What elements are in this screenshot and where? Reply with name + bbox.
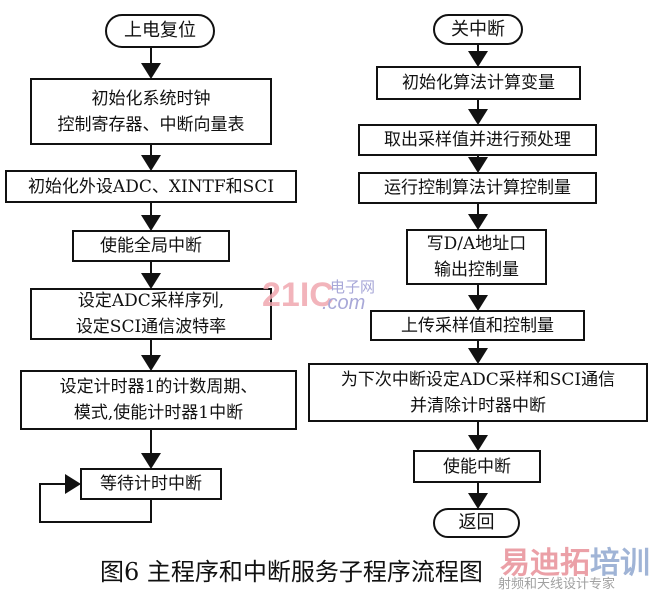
watermark-text: 易迪拓 — [500, 547, 590, 580]
start-label: 上电复位 — [124, 20, 196, 41]
step-text: 等待计时中断 — [100, 474, 202, 494]
figure-caption: 图6 主程序和中断服务子程序流程图 — [100, 558, 483, 586]
step-set-timer: 设定计时器1的计数周期、模式,使能计时器1中断 — [20, 370, 297, 430]
step-wait-timer-interrupt: 等待计时中断 — [80, 468, 222, 500]
end-label: 返回 — [458, 512, 495, 533]
step-text: 使能全局中断 — [100, 236, 202, 256]
step-enable-global-interrupt: 使能全局中断 — [72, 230, 230, 262]
isr-step-init-variables: 初始化算法计算变量 — [376, 66, 581, 100]
isr-step-enable-interrupt: 使能中断 — [413, 450, 541, 483]
watermark-edatop: 易迪拓培训 — [500, 538, 650, 582]
step-text: 上传采样值和控制量 — [401, 315, 554, 336]
isr-step-write-da: 写D/A地址口输出控制量 — [406, 229, 547, 285]
isr-step-preprocess: 取出采样值并进行预处理 — [358, 124, 597, 156]
step-text: 初始化外设ADC、XINTF和SCI — [27, 176, 275, 197]
watermark-21ic-cn: 电子网 — [330, 279, 376, 296]
watermark-edatop-sub: 射频和天线设计专家 — [498, 576, 616, 591]
watermark-text: 培训 — [590, 547, 650, 580]
step-init-peripherals: 初始化外设ADC、XINTF和SCI — [5, 170, 297, 203]
step-text: 设定计时器1的计数周期、 — [59, 377, 258, 397]
isr-step-control-algorithm: 运行控制算法计算控制量 — [358, 172, 597, 204]
step-text: 输出控制量 — [433, 260, 519, 280]
step-text: 运行控制算法计算控制量 — [384, 178, 571, 198]
isr-step-setup-next: 为下次中断设定ADC采样和SCI通信并清除计时器中断 — [308, 363, 648, 422]
start-disable-interrupt: 关中断 — [433, 14, 523, 45]
step-text: 控制寄存器、中断向量表 — [57, 114, 245, 135]
step-text: 设定SCI通信波特率 — [75, 317, 227, 337]
isr-step-upload: 上传采样值和控制量 — [370, 310, 585, 341]
watermark-21ic-domain: .com — [322, 292, 366, 314]
end-return: 返回 — [433, 508, 520, 538]
step-text: 设定ADC采样序列, — [77, 291, 225, 311]
step-text: 为下次中断设定ADC采样和SCI通信 — [340, 369, 616, 390]
step-text: 初始化系统时钟 — [91, 88, 211, 109]
step-text: 使能中断 — [443, 456, 511, 477]
step-text: 初始化算法计算变量 — [402, 73, 555, 93]
step-text: 写D/A地址口 — [426, 234, 527, 254]
start-label: 关中断 — [451, 18, 505, 40]
watermark-21ic: 21IC — [262, 276, 334, 314]
step-text: 并清除计时器中断 — [409, 395, 546, 416]
start-power-on-reset: 上电复位 — [105, 14, 215, 48]
step-init-clock: 初始化系统时钟控制寄存器、中断向量表 — [30, 78, 272, 145]
step-set-adc-sci: 设定ADC采样序列, 设定SCI通信波特率 — [30, 288, 272, 340]
step-text: 取出采样值并进行预处理 — [384, 130, 571, 150]
step-text: 模式,使能计时器1中断 — [73, 403, 244, 423]
